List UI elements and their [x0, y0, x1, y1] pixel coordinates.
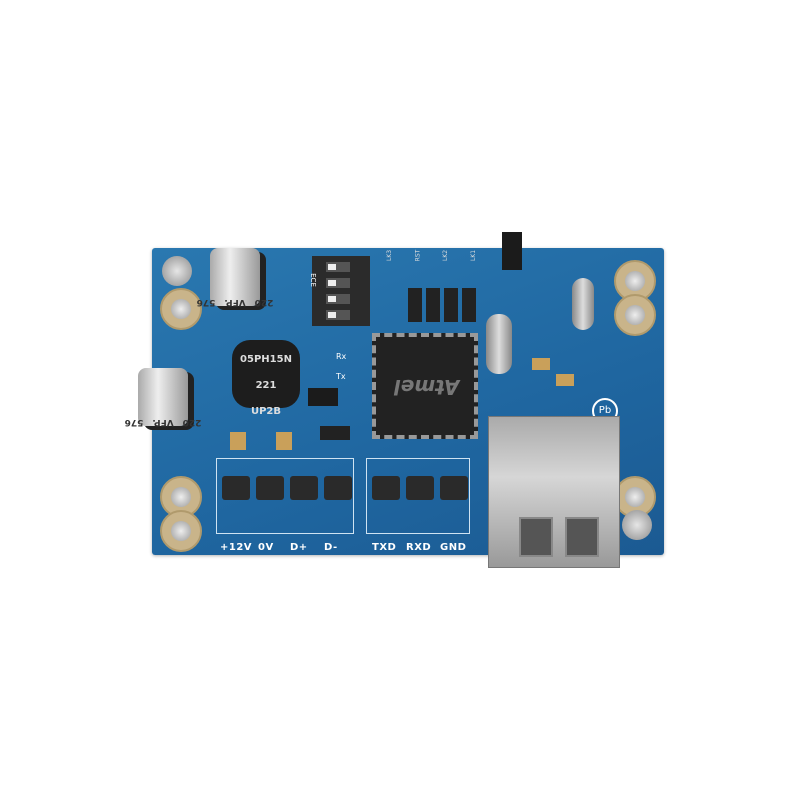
inductor-text: 221: [255, 380, 277, 391]
dip-switch[interactable]: ECE: [308, 256, 370, 326]
dip-label: ECE: [308, 273, 317, 287]
led-label-tx: Tx: [336, 372, 346, 381]
header-label: LK1: [470, 249, 478, 262]
terminal-label: 0V: [258, 542, 274, 553]
inductor-text: UP2B: [250, 406, 282, 417]
screw: [622, 510, 652, 540]
jumper[interactable]: [308, 388, 338, 406]
smd-capacitor: [276, 432, 292, 450]
header-label: LK3: [386, 249, 394, 262]
smd-capacitor: [532, 358, 550, 370]
terminal-screw[interactable]: [290, 476, 318, 500]
ethernet-port: [565, 517, 599, 557]
terminal-label: D-: [324, 542, 338, 553]
terminal-label: +12V: [220, 542, 253, 553]
capacitor: 220 VFP. 576: [125, 368, 201, 427]
pin-header[interactable]: [408, 288, 422, 322]
terminal-label: RXD: [406, 542, 432, 553]
pin-header[interactable]: [462, 288, 476, 322]
mcu-logo: Atmel: [394, 375, 460, 399]
capacitor: 220 VFP. 576: [197, 248, 273, 307]
cap-text: 576: [196, 297, 216, 307]
terminal-screw[interactable]: [256, 476, 284, 500]
mounting-hole: [614, 294, 656, 336]
terminal-screw[interactable]: [406, 476, 434, 500]
terminal-screw[interactable]: [222, 476, 250, 500]
terminal-screw[interactable]: [440, 476, 468, 500]
led-label-rx: Rx: [336, 352, 347, 361]
terminal-screw[interactable]: [372, 476, 400, 500]
terminal-label: D+: [290, 542, 308, 553]
cap-text: 576: [124, 417, 144, 427]
terminal-screw[interactable]: [324, 476, 352, 500]
pin-header[interactable]: [426, 288, 440, 322]
terminal-block-power: [216, 458, 354, 534]
pin-header[interactable]: [444, 288, 458, 322]
resistor: [320, 426, 350, 440]
smd-capacitor: [230, 432, 246, 450]
crystal: [486, 314, 512, 374]
smd-capacitor: [556, 374, 574, 386]
pcb-board: 220 VFP. 576 220 VFP. 576 UP2B 221 05PH1…: [125, 232, 664, 568]
terminal-label: TXD: [372, 542, 397, 553]
microcontroller-chip: Atmel: [372, 333, 478, 439]
jumper[interactable]: [502, 232, 522, 270]
ethernet-port: [519, 517, 553, 557]
inductor: UP2B 221 05PH15N: [232, 340, 300, 417]
mounting-hole: [160, 510, 202, 552]
terminal-block-serial: [366, 458, 470, 534]
rj45-ethernet-jack[interactable]: [488, 416, 620, 568]
terminal-label: GND: [440, 542, 467, 553]
mounting-hole: [160, 288, 202, 330]
crystal: [572, 278, 594, 330]
screw: [162, 256, 192, 286]
header-label: LK2: [442, 249, 450, 262]
header-label: RST: [414, 249, 422, 262]
inductor-text: 05PH15N: [240, 354, 292, 365]
